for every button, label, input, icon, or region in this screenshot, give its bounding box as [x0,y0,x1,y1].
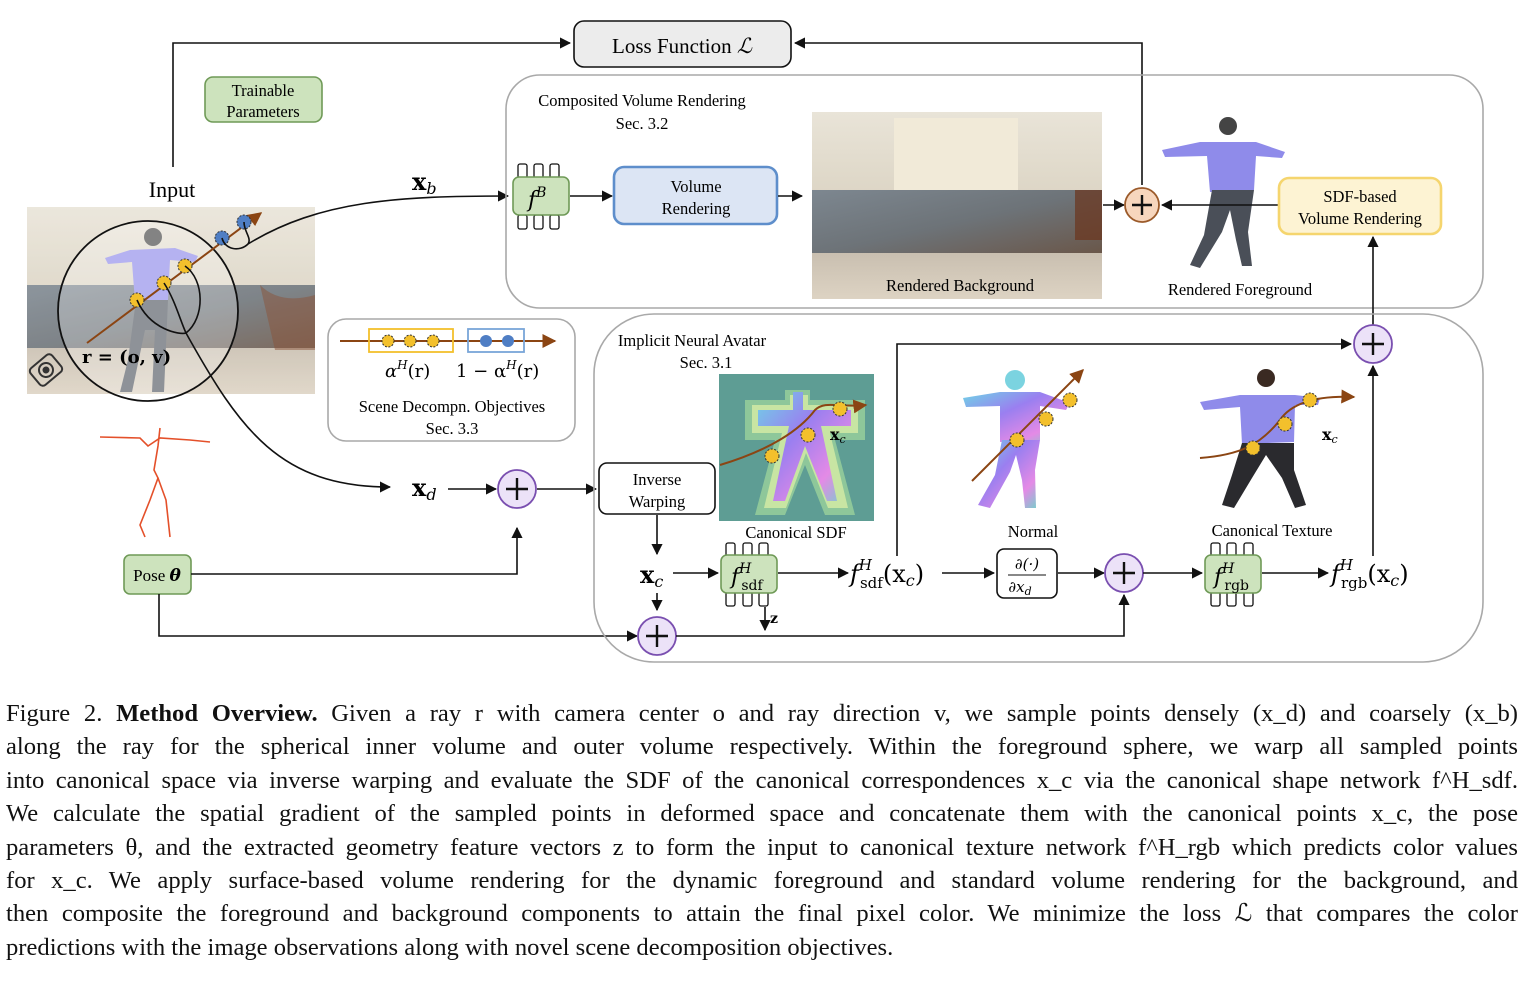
svg-text:∂(·): ∂(·) [1015,555,1039,573]
dense-points-bracket [136,265,201,335]
caption-line: Figure 2. Method Overview. Given a ray r… [6,700,1519,727]
xc-label: xc [640,560,663,591]
camera-ray [86,212,263,344]
xb-arrow [247,190,510,245]
sdf-xc-label: xc [830,425,846,446]
rendered-background-image [812,112,1102,299]
caption-line: We calculate the spatial gradient of the… [6,800,1518,828]
canonical-sdf-points [764,401,848,464]
avatar-output-plus-node [1353,324,1393,364]
one-minus-alpha-label: 1 − αH(r) [456,358,539,382]
camera-icon [28,353,64,387]
avatar-group-section: Sec. 3.1 [680,353,733,372]
scene-decomp-section: Sec. 3.3 [426,419,479,438]
trainable-label-line2: Parameters [226,102,299,121]
loss-symbol: ℒ [737,34,753,58]
caption-line: then composite the foreground and backgr… [6,900,1518,928]
deformed-pose-plus-node [497,469,537,509]
normal-map-ray [971,369,1084,482]
sdf-volume-rendering-node: SDF-based Volume Rendering [1277,176,1443,236]
rendered-foreground-label: Rendered Foreground [1168,280,1313,299]
trainable-label-line1: Trainable [232,81,295,100]
rendered-background-label: Rendered Background [886,276,1035,295]
canonical-texture-image [1200,369,1320,508]
pose-theta-node: Pose θ [123,554,192,595]
sdf-to-avatar-plus-arrow [896,338,1353,556]
gradient-concat-plus-node [1104,553,1144,593]
composited-volume-rendering-group [505,74,1484,309]
pose-to-feature-plus-arrow [158,594,639,642]
canonical-texture-label: Canonical Texture [1212,521,1333,540]
caption-line: parameters θ, and the extracted geometry… [6,833,1518,861]
canonical-sdf-label: Canonical SDF [745,523,846,542]
scene-decomp-title: Scene Decompn. Objectives [359,397,545,416]
loss-function-node: Loss Function ℒ [573,20,792,68]
inverse-warping-node: Inverse Warping [598,462,716,515]
canonical-texture-points [1245,392,1318,456]
figure-caption: Figure 2. Method Overview. Given a ray r… [6,697,1518,964]
input-label: Input [149,177,195,202]
svg-text:Warping: Warping [629,492,685,511]
texture-xc-label: xc [1322,425,1338,446]
caption-line: into canonical space via inverse warping… [6,766,1518,794]
rendered-foreground-image [1162,117,1285,268]
svg-text:∂xd: ∂xd [1008,578,1031,598]
pose-to-xd-plus-arrow [191,526,523,575]
canonical-sdf-image [719,374,874,521]
normal-label: Normal [1008,522,1059,541]
normal-map-image [963,370,1070,508]
svg-text:Rendering: Rendering [662,199,731,218]
foreground-sphere [57,220,239,402]
trainable-parameters-legend: Trainable Parameters [204,76,323,123]
background-network-fb: fB [512,163,570,230]
alpha-label: αH(r) [385,358,430,382]
svg-text:Loss Function ℒ: Loss Function ℒ [612,34,753,58]
svg-text:Volume Rendering: Volume Rendering [1298,209,1422,228]
avatar-group-title: Implicit Neural Avatar [618,331,767,350]
feature-plus-to-gradient-plus-arrow [676,593,1130,637]
svg-text:SDF-based: SDF-based [1323,187,1397,206]
decomp-foreground-points [381,334,440,348]
xb-label: xb [412,167,437,198]
implicit-neural-avatar-group [593,313,1484,663]
composite-to-loss-arrow [793,37,1143,185]
composited-group-section: Sec. 3.2 [616,114,669,133]
svg-text:Pose θ: Pose θ [133,566,181,586]
input-to-loss-arrow [172,37,572,167]
composited-group-title: Composited Volume Rendering [538,91,745,110]
spatial-gradient-node: ∂(·) ∂xd [996,548,1058,599]
composite-plus-node [1124,187,1160,223]
svg-text:Inverse: Inverse [633,470,682,489]
coarse-points-bracket [221,221,250,250]
scene-decomposition-group [327,318,576,442]
svg-text:Volume: Volume [670,177,721,196]
background-points-box [467,328,525,353]
loss-function-label: Loss Function [612,34,732,58]
pose-skeleton [99,427,211,538]
foreground-points-box [368,328,454,353]
z-feature-label: z [770,611,778,627]
caption-line: along the ray for the spherical inner vo… [6,733,1518,761]
feature-concat-plus-node [637,616,677,656]
decomp-background-points [480,335,514,347]
method-overview-diagram: Loss Function ℒ Trainable Parameters Inp… [27,20,1484,663]
normal-map-points [1009,392,1078,448]
caption-line: for x_c. We apply surface-based volume r… [6,867,1518,895]
caption-line: predictions with the image observations … [6,933,894,961]
xd-arrow [185,332,392,493]
xd-label: xd [412,473,437,504]
ray-equation: r = (o, v) [82,347,171,368]
volume-rendering-node: Volume Rendering [612,165,779,226]
